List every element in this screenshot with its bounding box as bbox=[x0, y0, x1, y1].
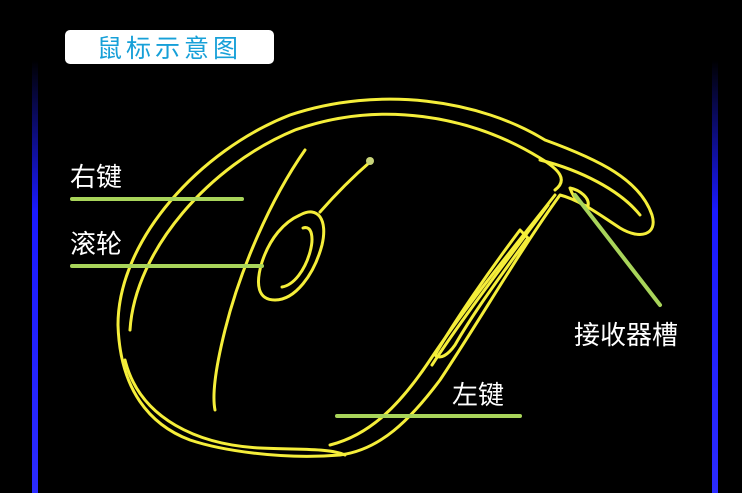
mouse-side-grip bbox=[433, 228, 530, 359]
mouse-side-arch-inner bbox=[430, 203, 550, 367]
mouse-center-ridge bbox=[212, 148, 307, 412]
mouse-outer-outline bbox=[116, 97, 655, 458]
left-edge-glow bbox=[32, 60, 38, 493]
diagram-title: 鼠标示意图 bbox=[65, 30, 274, 64]
right-edge-glow bbox=[712, 60, 718, 493]
leader-line-receiver-slot bbox=[573, 193, 662, 307]
scroll-wheel-shape bbox=[257, 210, 326, 302]
label-left-button: 左键 bbox=[452, 381, 505, 411]
mouse-inner-shell bbox=[128, 112, 563, 332]
mouse-base bbox=[123, 358, 347, 457]
scroll-wheel-inner bbox=[280, 226, 314, 289]
label-scroll-wheel: 滚轮 bbox=[70, 230, 123, 260]
mouse-front-edge bbox=[538, 158, 642, 217]
label-right-button: 右键 bbox=[70, 163, 123, 193]
cable-dot bbox=[366, 157, 374, 165]
label-receiver-slot: 接收器槽 bbox=[574, 321, 679, 351]
cable-line bbox=[318, 160, 372, 214]
